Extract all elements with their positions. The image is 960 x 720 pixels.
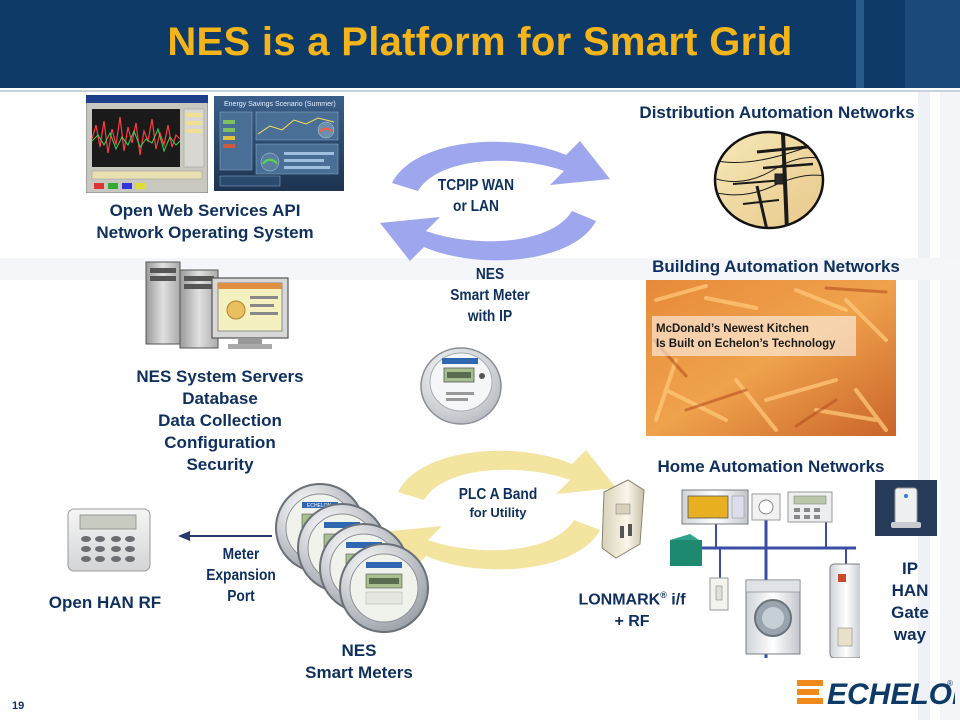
wan-cycle-arrows xyxy=(380,141,610,261)
wan-label: TCPIP WAN or LAN xyxy=(424,175,527,217)
utility-pole-image xyxy=(713,130,825,230)
gate-label: Gate xyxy=(891,603,929,622)
open-web-services-label: Open Web Services API xyxy=(109,201,301,220)
security-label: Security xyxy=(186,455,254,474)
background-band xyxy=(0,258,960,280)
home-devices-image xyxy=(670,489,860,658)
smart-meter-ip-image xyxy=(420,347,502,425)
side-stripe xyxy=(918,92,930,720)
home-automation-label: Home Automation Networks xyxy=(657,457,885,476)
han-rf-keypad-image xyxy=(67,508,151,572)
nos-caption: Open Web Services API Network Operating … xyxy=(60,200,350,244)
nes-meter-ip-label: NES Smart Meter with IP xyxy=(438,264,541,327)
ip-label: IP xyxy=(901,559,919,578)
title-bar xyxy=(0,0,960,88)
servers-label: NES System Servers xyxy=(136,367,304,386)
ip-han-gateway-image xyxy=(875,480,937,536)
svg-text:McDonald’s Newest Kitchen: McDonald’s Newest Kitchen xyxy=(656,323,809,335)
way-label: way xyxy=(893,625,927,644)
nes-label: NES xyxy=(475,266,505,283)
svg-text:ECHELON: ECHELON xyxy=(827,678,955,711)
tcpip-wan-label: TCPIP WAN xyxy=(437,177,515,194)
svg-text:ECHELON: ECHELON xyxy=(307,503,332,509)
smart-meters-stack-image: ECHELON xyxy=(275,483,429,633)
expansion-label: Expansion xyxy=(206,567,276,584)
kitchen-fries-image: McDonald’s Newest Kitchen Is Built on Ec… xyxy=(646,280,896,436)
han-label: HAN xyxy=(891,581,929,600)
nos-screenshot xyxy=(86,95,208,193)
port-label: Port xyxy=(227,588,255,605)
smart-meters-label: Smart Meters xyxy=(305,663,413,682)
lonmark-if-label: i/f xyxy=(666,591,686,609)
svg-text:Energy Savings Scenario (Summe: Energy Savings Scenario (Summer) xyxy=(224,101,336,108)
for-utility-label: for Utility xyxy=(469,505,527,520)
header-rule xyxy=(0,90,960,92)
nes-smart-meters-label: NES Smart Meters xyxy=(284,640,434,684)
expansion-port-arrow xyxy=(178,531,272,541)
header-accent-stripe xyxy=(856,0,864,88)
registered-mark: ® xyxy=(660,590,667,600)
database-label: Database xyxy=(182,389,258,408)
plc-band-label: PLC A Band xyxy=(458,486,538,503)
plc-cycle-arrows xyxy=(382,450,616,570)
building-automation-label: Building Automation Networks xyxy=(652,257,900,276)
smart-meter-label: Smart Meter xyxy=(450,287,530,304)
data-collection-label: Data Collection xyxy=(158,411,282,430)
ip-han-gateway-caption: IP HAN Gate way xyxy=(875,558,945,646)
servers-image xyxy=(145,261,289,349)
servers-caption: NES System Servers Database Data Collect… xyxy=(90,366,350,476)
network-os-label: Network Operating System xyxy=(96,223,314,242)
svg-text:Is Built on Echelon’s Technolo: Is Built on Echelon’s Technology xyxy=(656,338,836,350)
open-han-rf-label: Open HAN RF xyxy=(48,593,162,612)
lonmark-plug-image xyxy=(601,479,645,559)
meter-label: Meter xyxy=(222,546,260,563)
or-lan-label: or LAN xyxy=(453,198,499,215)
echelon-logo: ECHELON ® xyxy=(797,678,955,711)
distribution-automation-label: Distribution Automation Networks xyxy=(639,103,915,122)
configuration-label: Configuration xyxy=(164,433,276,452)
svg-text:®: ® xyxy=(947,679,953,688)
lonmark-name: LONMARK xyxy=(578,591,661,609)
lonmark-line: LONMARK® i/f xyxy=(572,584,692,611)
header-accent-block xyxy=(905,0,960,88)
with-ip-label: with IP xyxy=(467,308,513,325)
slide-title: NES is a Platform for Smart Grid xyxy=(167,20,793,64)
energy-scenario-screenshot: Energy Savings Scenario (Summer) xyxy=(214,96,344,191)
plus-rf-label: + RF xyxy=(614,613,650,631)
meter-expansion-port-label: Meter Expansion Port xyxy=(194,544,289,607)
lonmark-caption: LONMARK® i/f + RF xyxy=(572,584,692,633)
side-stripe xyxy=(940,92,960,720)
nes-label: NES xyxy=(341,641,377,660)
page-number: 19 xyxy=(12,700,25,712)
